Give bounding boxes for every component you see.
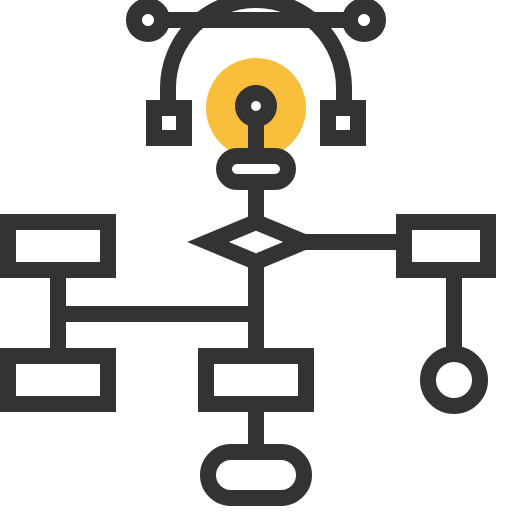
handle-left-circle <box>126 0 170 42</box>
bulb-ring <box>235 85 277 127</box>
bottom-terminator-pill <box>200 444 312 506</box>
handle-right-circle <box>342 0 386 42</box>
bezier-arc <box>160 0 352 104</box>
right-process-box <box>396 214 496 278</box>
center-bottom-box <box>198 348 314 412</box>
bulb-base <box>216 148 296 190</box>
left-bottom-box <box>0 348 116 412</box>
anchor-left-square <box>146 100 192 146</box>
anchor-right-square <box>320 100 366 146</box>
decision-diamond <box>187 213 325 271</box>
left-top-box <box>0 214 116 278</box>
right-terminator-circle <box>420 346 488 414</box>
